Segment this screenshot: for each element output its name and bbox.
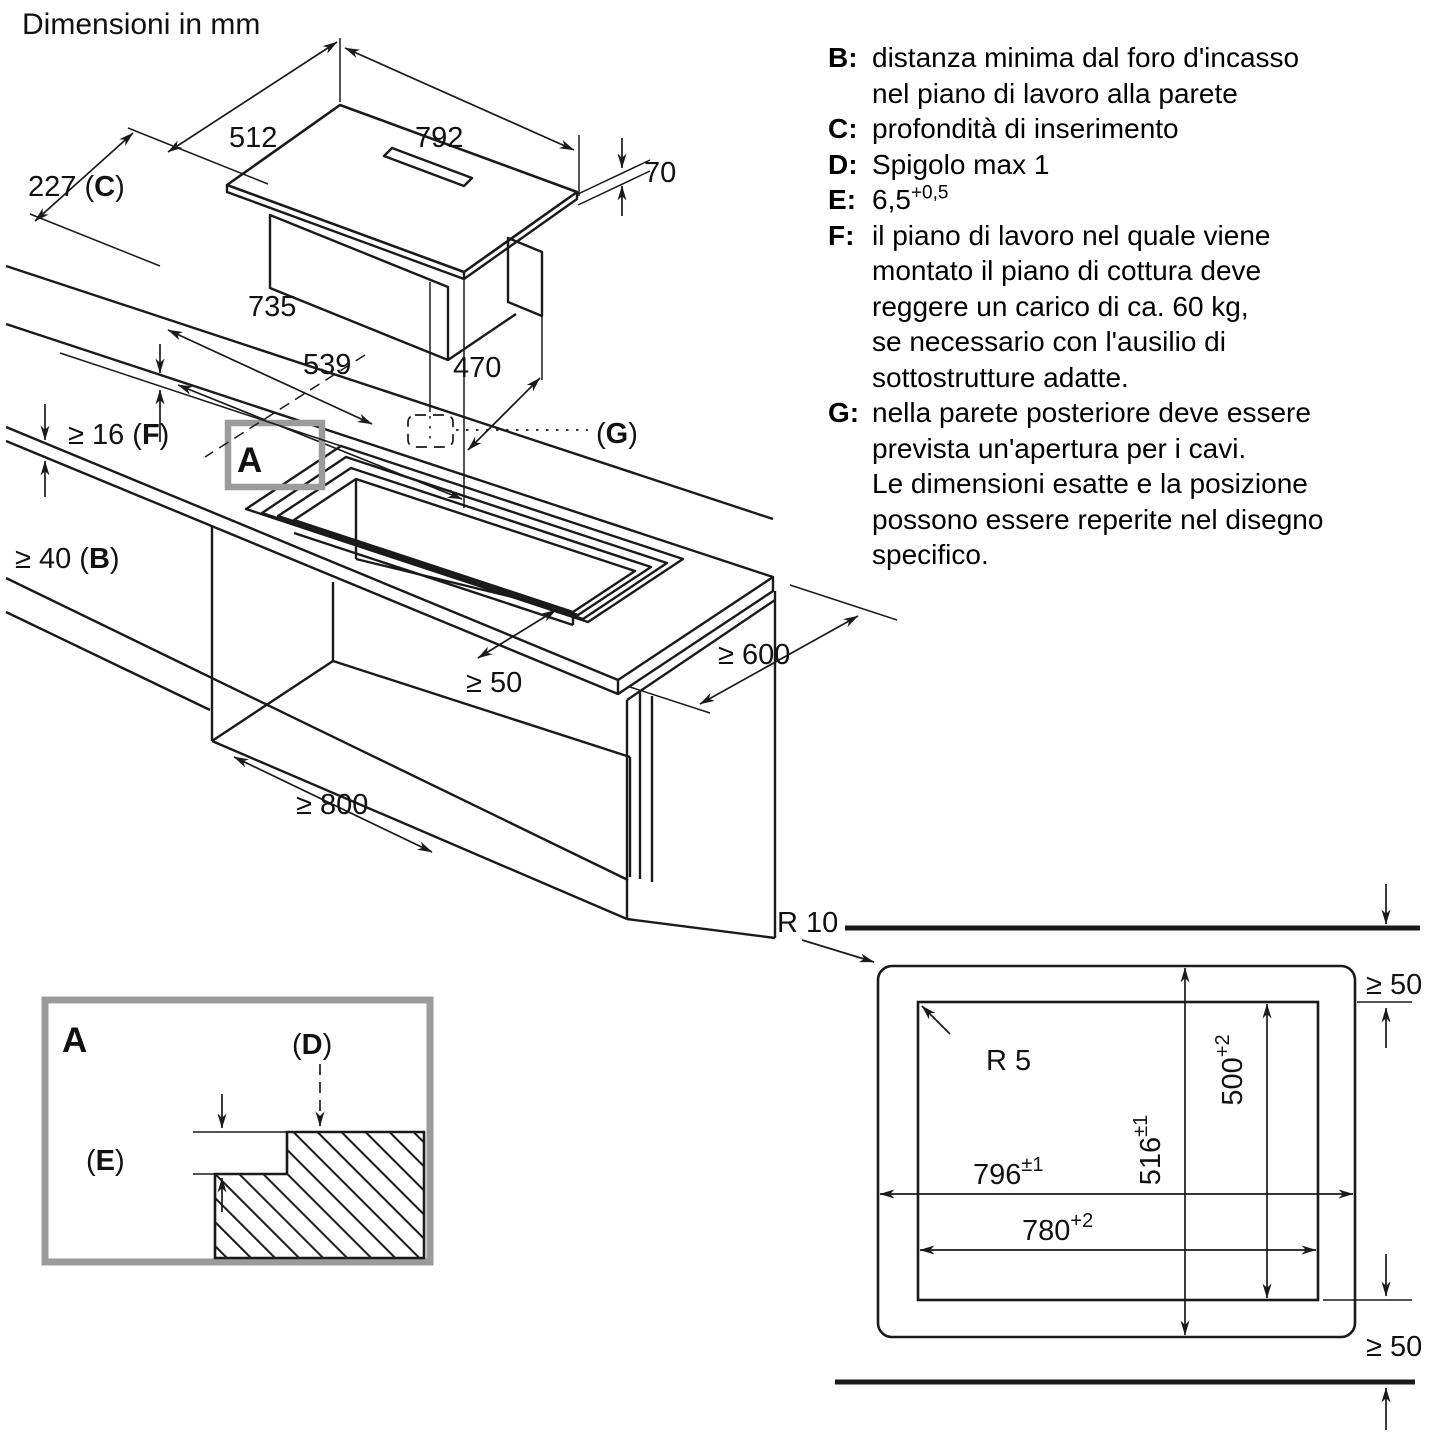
label-G: (G) <box>596 418 638 450</box>
dim-D-label: (D) <box>292 1029 332 1061</box>
gap-bottom-label: ≥ 50 <box>1366 1331 1422 1363</box>
wall-line <box>5 264 774 521</box>
dim-227C-label: 227 (C) <box>28 171 125 203</box>
radius-inner-label: R 5 <box>986 1045 1031 1077</box>
dim-E-label: (E) <box>86 1145 125 1177</box>
dim-539-label: 539 <box>303 349 351 381</box>
dim-470-label: 470 <box>453 352 501 384</box>
legend-entry-C: C: profondità di inserimento <box>828 113 1179 144</box>
radius-outer-label: R 10 <box>777 907 838 939</box>
legend-entry-F: F: il piano di lavoro nel quale viene mo… <box>828 219 1271 393</box>
cutout-inner-rect <box>916 1000 1320 1302</box>
worktop-back-edge <box>5 322 774 579</box>
hob-isometric-view: 512 792 227 (C) 70 735 539 470 <box>28 38 676 508</box>
dim-500-label: 500+2 <box>1212 1034 1249 1105</box>
cutout-outer-rect <box>876 964 1357 1339</box>
legend-entry-E: E: 6,5+0,5 <box>828 182 949 215</box>
dim-50-front-label: ≥ 50 <box>466 667 522 699</box>
hob-body-leg <box>506 236 544 318</box>
worktop-right-end <box>616 575 775 696</box>
dim-512-label: 512 <box>229 122 277 154</box>
worktop-section-hatch <box>213 1130 426 1260</box>
dim-792-label: 792 <box>415 122 463 154</box>
dim-600-label: ≥ 600 <box>718 639 790 671</box>
dim-735-label: 735 <box>248 291 296 323</box>
dim-16F-label: ≥ 16 (F) <box>68 419 169 451</box>
detail-a-marker-label: A <box>237 441 262 480</box>
cutout-plan-view: R 10 R 5 516±1 500+2 796±1 780+2 ≥ 50 ≥ … <box>777 884 1422 1430</box>
dim-70-label: 70 <box>644 157 676 189</box>
cabinet-isometric-view: A (G) ≥ 16 (F) ≥ 40 (B) ≥ 50 <box>5 264 898 940</box>
legend: B: distanza minima dal foro d'incasso ne… <box>828 40 1442 573</box>
dim-516-label: 516±1 <box>1130 1115 1167 1186</box>
detail-a-view: A (E) (D) <box>41 996 434 1266</box>
legend-entry-D: D: Spigolo max 1 <box>828 148 1050 180</box>
detail-a-marker-box <box>224 419 326 491</box>
gap-top-label: ≥ 50 <box>1366 969 1422 1001</box>
projection-line <box>204 354 366 458</box>
dim-800-label: ≥ 800 <box>296 789 368 821</box>
legend-entry-B: B: distanza minima dal foro d'incasso ne… <box>828 42 1300 109</box>
dim-796-label: 796±1 <box>973 1154 1044 1191</box>
hob-glass-top <box>225 103 579 274</box>
hob-vent-slot <box>382 146 474 188</box>
page-title: Dimensioni in mm <box>22 8 260 41</box>
detail-a-label: A <box>62 1021 87 1060</box>
legend-entry-G: G: nella parete posteriore deve essere p… <box>828 397 1324 570</box>
dim-40B-label: ≥ 40 (B) <box>15 543 120 575</box>
cable-opening-outline <box>407 414 454 448</box>
dim-780-label: 780+2 <box>1022 1210 1093 1247</box>
